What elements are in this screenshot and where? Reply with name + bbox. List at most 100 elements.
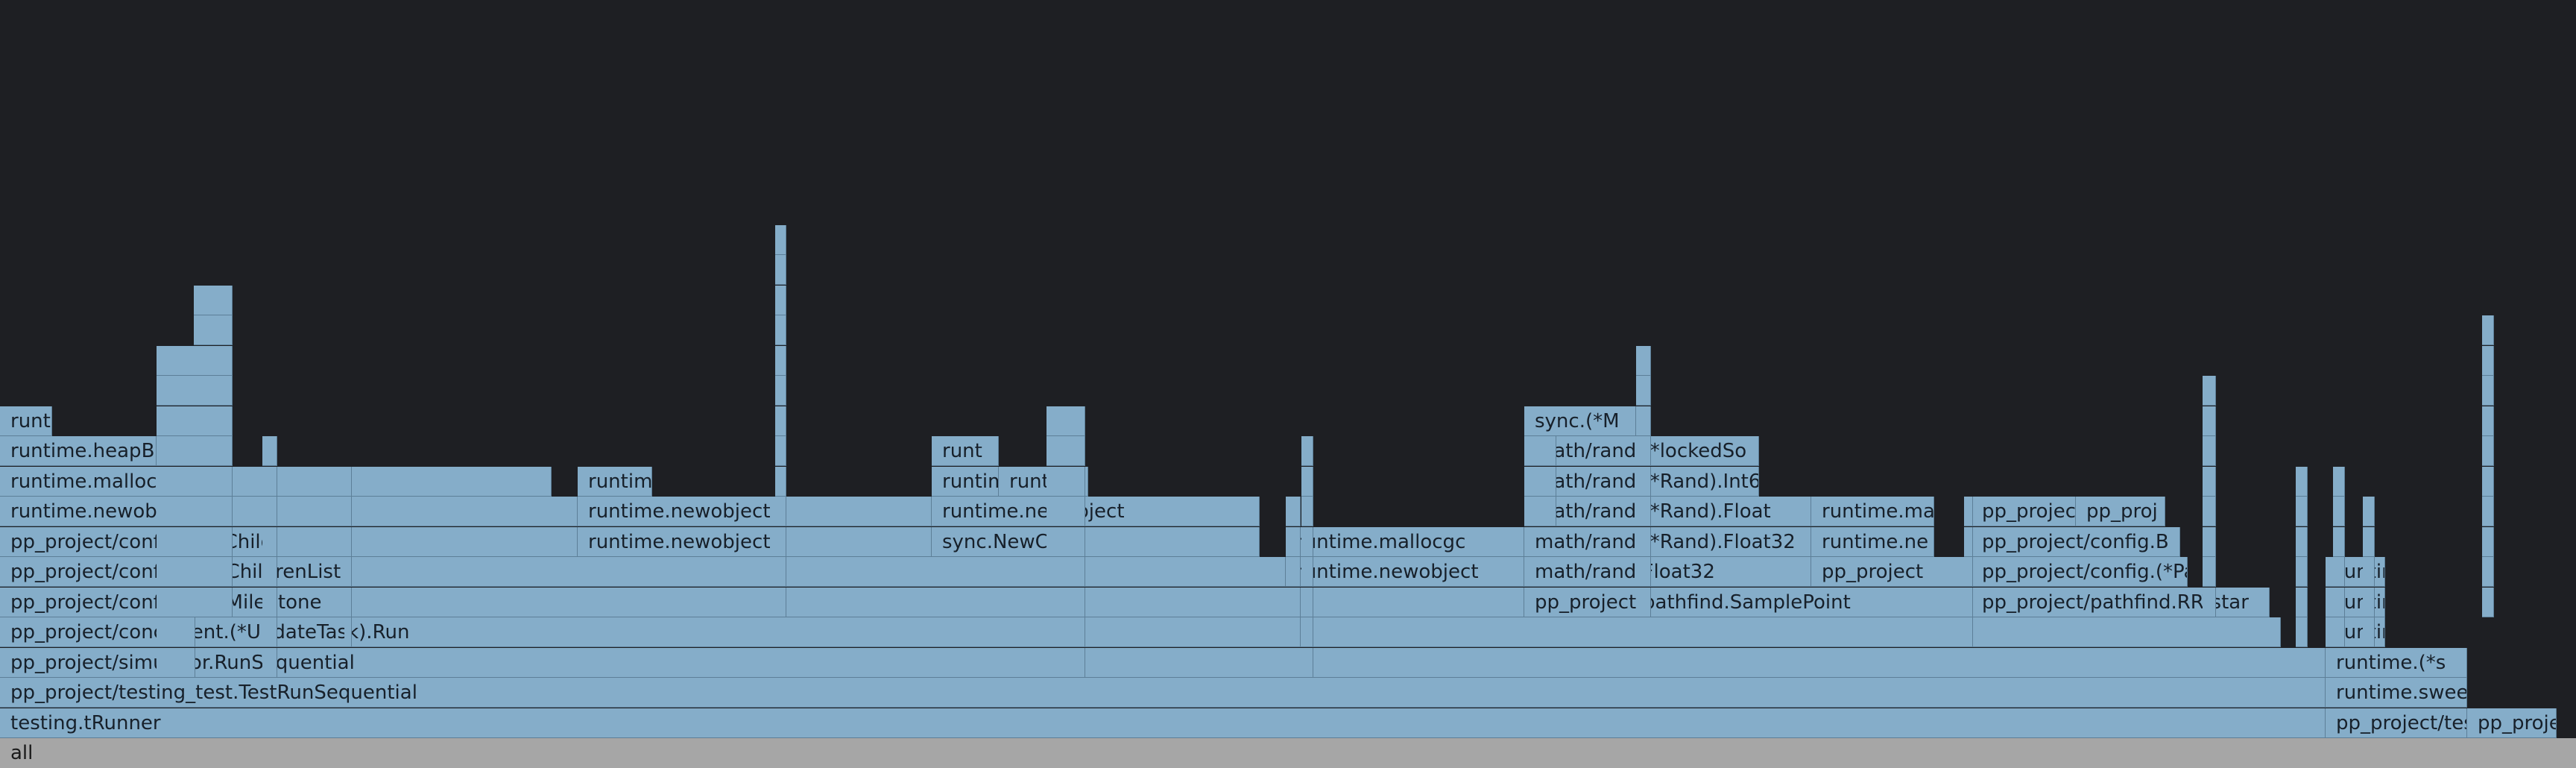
flame-frame-tower[interactable] — [2296, 587, 2308, 617]
flame-frame-tower[interactable] — [194, 466, 233, 497]
flame-frame-tower[interactable] — [1301, 497, 1313, 526]
flame-frame[interactable]: pp_project/testing_test.TestRunSequentia… — [0, 678, 2326, 708]
flame-frame-tower[interactable] — [775, 376, 786, 406]
flame-frame[interactable]: pp_project — [1811, 557, 1968, 587]
flame-frame-tower[interactable] — [194, 315, 233, 345]
flame-frame-tower[interactable] — [2296, 466, 2308, 497]
flame-frame-tower[interactable] — [2296, 557, 2308, 587]
flame-frame[interactable]: runtime.newobject — [578, 497, 932, 526]
flame-frame-tower[interactable] — [1636, 406, 1651, 436]
flame-frame[interactable]: pp_project/simulator.RunSequential — [0, 647, 2326, 678]
flame-frame-tower[interactable] — [157, 647, 195, 678]
flame-frame[interactable]: math/rand.Float32 — [1524, 557, 1811, 587]
flame-frame-tower[interactable] — [262, 587, 277, 617]
flame-frame-tower[interactable] — [775, 526, 786, 557]
flame-frame-tower[interactable] — [2482, 587, 2494, 617]
flame-frame-tower[interactable] — [1301, 557, 1313, 587]
flame-frame[interactable]: runtime.ne — [1811, 526, 1934, 557]
flame-frame[interactable]: runtime.mallocgc — [932, 466, 999, 497]
flame-frame-tower[interactable] — [262, 497, 277, 526]
flame-frame-tower[interactable] — [262, 557, 277, 587]
flame-frame-tower[interactable] — [775, 224, 786, 255]
flame-frame-tower[interactable] — [775, 315, 786, 345]
flame-frame-tower[interactable] — [2363, 497, 2375, 526]
flame-frame-tower[interactable] — [2296, 497, 2308, 526]
flame-frame[interactable]: runtime.ma — [1811, 497, 1934, 526]
flame-frame[interactable]: pp_project/pathfind.SamplePoint — [1524, 587, 1972, 617]
flame-frame-tower[interactable] — [262, 526, 277, 557]
flame-frame-tower[interactable] — [775, 587, 786, 617]
flame-frame-tower[interactable] — [344, 466, 352, 497]
flame-frame-tower[interactable] — [1535, 497, 1556, 526]
flame-frame-tower[interactable] — [1301, 647, 1313, 678]
flame-frame-tower[interactable] — [2363, 526, 2375, 557]
flame-frame-tower[interactable] — [2333, 587, 2345, 617]
flame-frame[interactable]: pp_project/config.newChild — [0, 526, 578, 557]
flame-frame-tower[interactable] — [2482, 315, 2494, 345]
flame-frame-tower[interactable] — [2333, 557, 2345, 587]
flame-frame-tower[interactable] — [194, 376, 233, 406]
flame-frame-tower[interactable] — [157, 617, 195, 647]
flame-frame-tower[interactable] — [157, 406, 195, 436]
flame-frame-tower[interactable] — [157, 376, 195, 406]
flame-frame-tower[interactable] — [1286, 497, 1301, 526]
flame-frame-tower[interactable] — [1636, 557, 1651, 587]
flame-frame-tower[interactable] — [2203, 376, 2216, 406]
flame-frame-tower[interactable] — [1964, 557, 1973, 587]
flame-frame-tower[interactable] — [2482, 497, 2494, 526]
flame-frame-tower[interactable] — [2296, 617, 2308, 647]
flame-frame-tower[interactable] — [2203, 526, 2216, 557]
flame-frame-tower[interactable] — [262, 466, 277, 497]
flame-frame-tower[interactable] — [262, 617, 277, 647]
flame-frame-tower[interactable] — [2203, 406, 2216, 436]
flame-frame[interactable]: sync.(*M — [1524, 406, 1636, 436]
flame-frame[interactable]: pp_project/concurrent.(*UpdateTask).Run — [0, 617, 2281, 647]
flame-frame-tower[interactable] — [2333, 497, 2345, 526]
flame-frame-tower[interactable] — [2296, 526, 2308, 557]
flame-frame-tower[interactable] — [1046, 587, 1085, 617]
flame-frame[interactable]: runtime.newobject — [932, 497, 1260, 526]
flame-frame-tower[interactable] — [2203, 436, 2216, 466]
flame-frame[interactable]: pp_project/config.B — [1972, 526, 2180, 557]
flame-frame-tower[interactable] — [1046, 557, 1085, 587]
flame-frame-tower[interactable] — [157, 436, 195, 466]
flame-frame-tower[interactable] — [2363, 587, 2375, 617]
flame-frame-tower[interactable] — [2482, 406, 2494, 436]
flame-frame-tower[interactable] — [262, 436, 277, 466]
flame-frame-tower[interactable] — [1535, 436, 1556, 466]
flame-frame-tower[interactable] — [344, 526, 352, 557]
flame-frame-tower[interactable] — [194, 285, 233, 315]
flame-frame-tower[interactable] — [194, 587, 233, 617]
flame-frame-tower[interactable] — [194, 436, 233, 466]
flame-frame-tower[interactable] — [2482, 376, 2494, 406]
flame-frame-tower[interactable] — [1301, 436, 1313, 466]
flame-frame[interactable]: runt — [0, 406, 52, 436]
flame-frame-tower[interactable] — [2482, 466, 2494, 497]
flame-frame-root[interactable]: all — [0, 738, 2576, 768]
flame-frame-tower[interactable] — [194, 557, 233, 587]
flame-frame-tower[interactable] — [344, 557, 352, 587]
flame-frame-tower[interactable] — [344, 617, 352, 647]
flame-frame-tower[interactable] — [1046, 617, 1085, 647]
flame-frame[interactable]: runt — [932, 436, 999, 466]
flame-frame-tower[interactable] — [1636, 526, 1651, 557]
flame-frame-tower[interactable] — [1286, 526, 1301, 557]
flame-frame-tower[interactable] — [1964, 526, 1973, 557]
flame-frame[interactable]: pp_proj — [2076, 497, 2165, 526]
flame-frame[interactable]: testing.tRunner — [0, 708, 2326, 738]
flame-frame-tower[interactable] — [775, 466, 786, 497]
flame-frame-tower[interactable] — [2333, 526, 2345, 557]
flame-frame-tower[interactable] — [2203, 557, 2216, 587]
flame-frame-tower[interactable] — [1636, 376, 1651, 406]
flame-frame[interactable]: runtime.newobject — [0, 497, 578, 526]
flame-frame-tower[interactable] — [194, 345, 233, 376]
flame-frame-tower[interactable] — [2482, 345, 2494, 376]
flame-frame-tower[interactable] — [1301, 466, 1313, 497]
flame-frame-tower[interactable] — [1964, 497, 1973, 526]
flame-frame-tower[interactable] — [775, 285, 786, 315]
flame-frame-tower[interactable] — [194, 497, 233, 526]
flame-frame[interactable]: math/rand.(*Rand).Float32 — [1524, 526, 1811, 557]
flame-frame[interactable]: runtime.mallocgc — [1286, 526, 1524, 557]
flame-frame[interactable]: runtim — [578, 466, 652, 497]
flame-frame-tower[interactable] — [1046, 497, 1085, 526]
